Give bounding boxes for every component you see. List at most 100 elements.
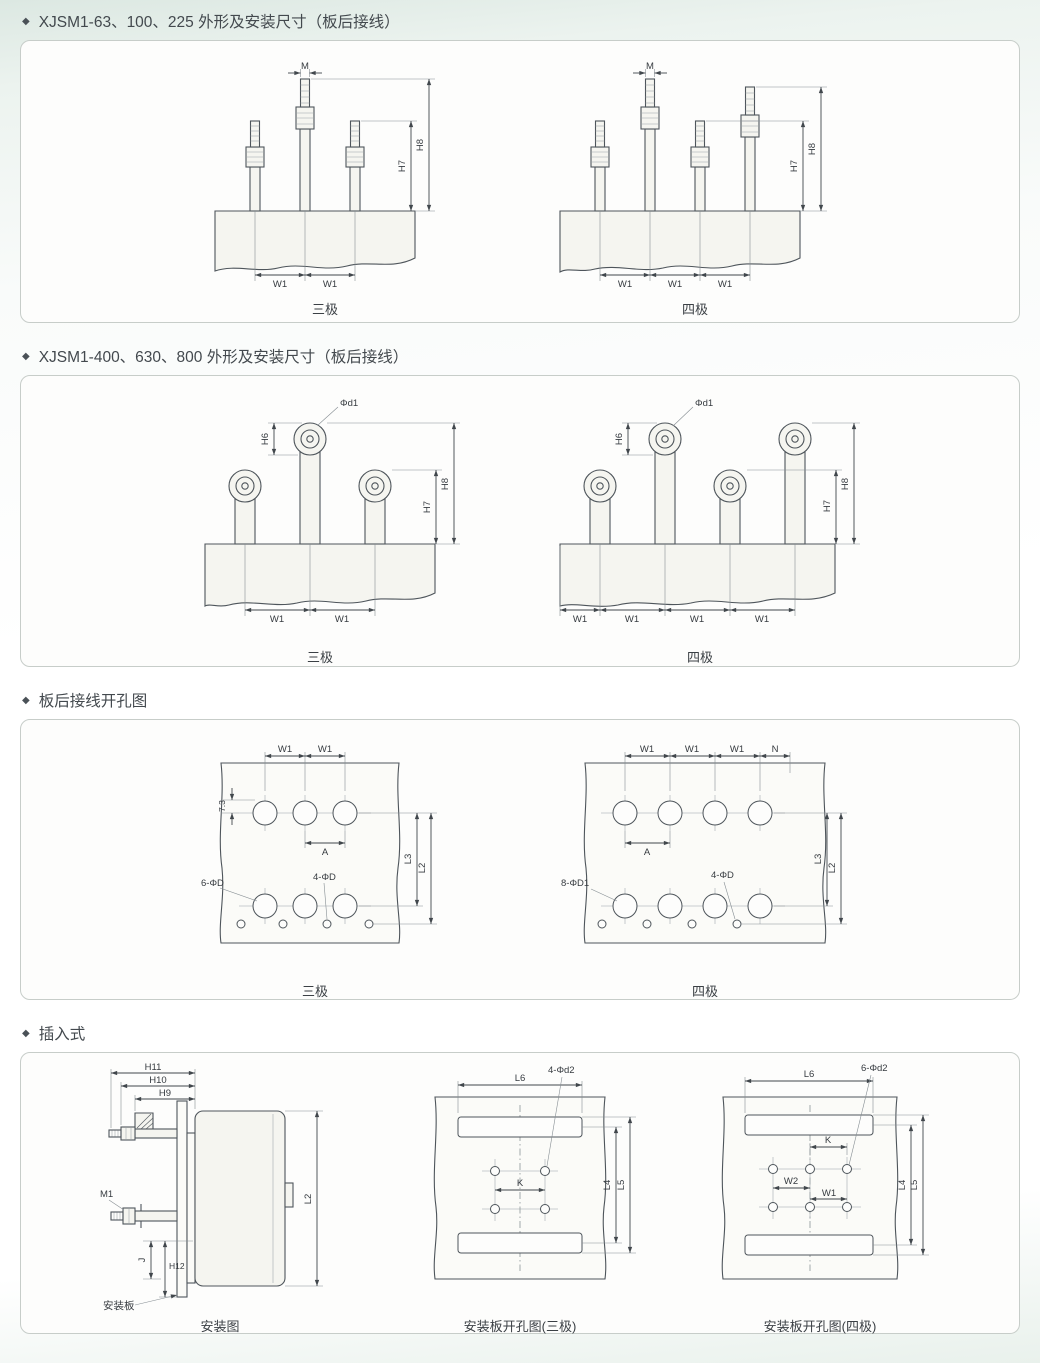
- dim-offset: 7.3: [217, 788, 255, 825]
- dim-l2: L2: [285, 1110, 323, 1287]
- panel-plug-in-type: M1 H11 H10 H9: [20, 1052, 1020, 1334]
- figure-caption: 四极: [691, 984, 718, 999]
- mounting-plate-label: 安装板: [103, 1299, 135, 1312]
- screw-holes: [759, 1157, 861, 1219]
- dim-label-w1: W1: [335, 614, 349, 625]
- dim-label-w1: W1: [668, 279, 682, 290]
- dim-k: K: [494, 1178, 546, 1193]
- dim-h7: H7: [747, 469, 842, 545]
- figure-1-four-pole: M H8 H7 W1 W1 W1: [535, 61, 855, 318]
- figure-caption: 四极: [686, 650, 713, 665]
- upper-terminal-assembly: [108, 1112, 178, 1141]
- dim-label-l6: L6: [804, 1069, 815, 1080]
- dim-w1: W1 W1: [264, 744, 346, 791]
- dim-label-l3: L3: [403, 854, 414, 865]
- panel-xjsm1-63-100-225: M H8 H7 W1 W1 三极: [20, 40, 1020, 323]
- breaker-body: [214, 210, 416, 272]
- hole-row-bottom: [236, 888, 374, 929]
- callout-mounting-plate: 安装板: [103, 1294, 178, 1312]
- panel-xjsm1-400-630-800: Φd1 H6 H8 H7: [20, 375, 1020, 667]
- dim-label-m1: M1: [100, 1189, 113, 1200]
- breaker-body: [194, 1110, 294, 1287]
- dim-label-4phid2: 4-Φd2: [548, 1065, 575, 1076]
- dim-label-w1: W1: [273, 279, 287, 290]
- stud-tall: [740, 86, 760, 212]
- dim-l4: L4: [873, 1124, 917, 1246]
- dim-label-w1: W1: [718, 279, 732, 290]
- drawing-rear-studs-four-pole: M H8 H7 W1 W1 W1: [559, 61, 827, 290]
- figure-3-four-pole: W1 W1 W1 N A 8-ΦD1 4-ΦD: [545, 728, 865, 1000]
- dim-label-m: M: [646, 61, 654, 72]
- figure-1-three-pole: M H8 H7 W1 W1 三极: [185, 61, 465, 318]
- dim-label-l2: L2: [827, 863, 838, 874]
- figure-2-four-pole: Φd1 H6 H8 H7: [530, 394, 870, 666]
- lug-short: [583, 469, 617, 545]
- slot-bottom: [744, 1234, 874, 1256]
- dim-label-8phid1: 8-ΦD1: [561, 878, 589, 889]
- terminal-studs: [245, 78, 365, 212]
- dim-l3: L3: [359, 812, 437, 907]
- dim-h11: H11: [110, 1062, 196, 1128]
- dim-w2: W2: [772, 1176, 811, 1191]
- dim-label-l5: L5: [616, 1180, 627, 1191]
- lug-tall: [293, 422, 327, 545]
- dim-l2: L2: [373, 812, 437, 925]
- lug-short: [228, 469, 262, 545]
- terminal-lugs: [228, 422, 392, 545]
- drawing-drill-four-pole: W1 W1 W1 N A 8-ΦD1 4-ΦD: [561, 744, 847, 944]
- dim-h8: H8: [756, 86, 827, 212]
- dim-label-h7: H7: [422, 501, 433, 513]
- callout-phid1: Φd1: [317, 398, 358, 426]
- hole-row-top: [601, 795, 785, 831]
- drawing-rear-lugs-four-pole: Φd1 H6 H8 H7: [559, 398, 860, 625]
- dim-label-6phid: 6-ΦD: [201, 878, 224, 889]
- dim-label-a: A: [322, 847, 329, 858]
- dim-l4: L4: [582, 1126, 622, 1244]
- dim-m: M: [633, 61, 667, 77]
- figure-2-three-pole: Φd1 H6 H8 H7: [170, 394, 470, 666]
- dim-j: J: [137, 1240, 193, 1280]
- dim-label-h11: H11: [145, 1062, 162, 1073]
- section-heading-3: ◆ 板后接线开孔图: [22, 667, 1040, 711]
- dim-label-h8: H8: [840, 478, 851, 490]
- terminal-studs: [590, 78, 760, 212]
- dim-label-w1: W1: [573, 614, 587, 625]
- diamond-bullet-icon: ◆: [22, 694, 30, 706]
- callout-phid1: Φd1: [672, 398, 713, 427]
- dim-label-w1: W1: [640, 744, 654, 755]
- stud-short: [590, 120, 610, 212]
- dim-a: A: [624, 831, 671, 858]
- callout-4-phid2: 4-Φd2: [546, 1065, 575, 1167]
- section-title: XJSM1-63、100、225 外形及安装尺寸（板后接线）: [38, 14, 400, 31]
- dim-label-4phid: 4-ΦD: [313, 872, 336, 883]
- dim-h8: H8: [327, 422, 460, 545]
- dim-m: M: [288, 61, 322, 77]
- dim-label-h12: H12: [169, 1261, 185, 1271]
- drawing-rear-lugs-three-pole: Φd1 H6 H8 H7: [204, 398, 460, 625]
- figure-4-plate-three-pole: L6 4-Φd2 K L4 L5: [400, 1061, 640, 1335]
- dim-w1-n: W1 W1 W1 N: [624, 744, 791, 791]
- dim-label-w1: W1: [822, 1188, 836, 1199]
- dim-label-k: K: [825, 1135, 832, 1146]
- breaker-body: [559, 210, 801, 273]
- dim-label-w1: W1: [323, 279, 337, 290]
- dim-h10: H10: [120, 1075, 196, 1125]
- stud-short: [345, 120, 365, 212]
- catalog-page: ◆ XJSM1-63、100、225 外形及安装尺寸（板后接线） M: [20, 0, 1040, 1334]
- dim-l6: L6: [744, 1069, 874, 1113]
- slot-top: [457, 1116, 583, 1138]
- lug-short: [713, 469, 747, 545]
- lug-tall: [778, 422, 812, 545]
- callout-6-phid2: 6-Φd2: [848, 1063, 888, 1166]
- dim-label-l4: L4: [602, 1180, 613, 1191]
- hole-row-top: [239, 795, 371, 831]
- dim-w1: W1 W1 W1: [599, 211, 751, 290]
- dim-label-l3: L3: [813, 854, 824, 865]
- stud-tall: [295, 78, 315, 212]
- section-heading-1: ◆ XJSM1-63、100、225 外形及安装尺寸（板后接线）: [22, 0, 1040, 32]
- section-title: XJSM1-400、630、800 外形及安装尺寸（板后接线）: [38, 349, 409, 366]
- dim-l6: L6: [457, 1073, 583, 1113]
- dim-label-w1: W1: [690, 614, 704, 625]
- dim-h8: H8: [812, 422, 860, 545]
- drawing-rear-studs-three-pole: M H8 H7 W1 W1: [214, 61, 435, 290]
